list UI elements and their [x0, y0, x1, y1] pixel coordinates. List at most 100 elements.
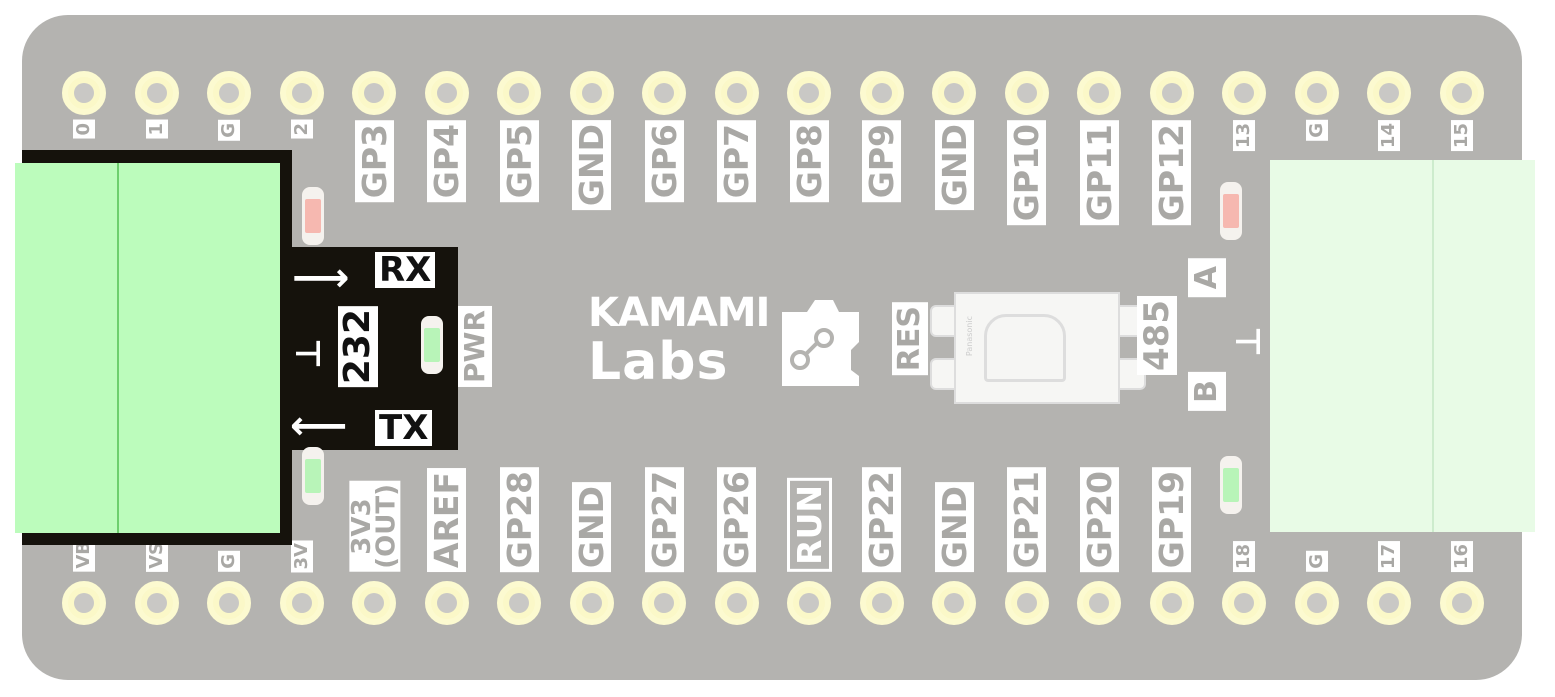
pin-pad-top: [714, 71, 759, 115]
pin-label-top: G: [1305, 120, 1328, 141]
rs485-b-label: B: [1188, 372, 1226, 411]
pin-label-top: GND: [572, 120, 611, 211]
pin-label-top: 13: [1233, 120, 1255, 152]
res-label: RES: [892, 302, 928, 376]
rs485-a-label: A: [1188, 258, 1226, 298]
rs485-terminal-block: [1270, 160, 1535, 532]
pin-pad-bottom: [1294, 581, 1339, 625]
pin-pad-bottom: [207, 581, 251, 625]
pin-label-bottom: RUN: [786, 478, 832, 572]
pin-label-bottom: 17: [1378, 541, 1400, 573]
led-485-b: [1220, 456, 1242, 514]
pin-label-top: 2: [290, 120, 313, 139]
pin-pad-bottom: [569, 581, 614, 625]
pin-pad-top: [279, 71, 324, 115]
pin-pad-top: [497, 71, 541, 115]
pin-pad-top: [1149, 71, 1194, 115]
pin-pad-top: [859, 71, 904, 115]
pin-pad-top: [134, 71, 179, 115]
terminal-divider: [1432, 160, 1434, 532]
ground-symbol-icon: ⊥: [289, 338, 329, 370]
pin-pad-bottom: [424, 581, 469, 625]
logo-gear-icon: [782, 300, 859, 386]
pin-pad-top: [642, 71, 686, 115]
pin-pad-top: [1439, 71, 1484, 115]
terminal-divider: [117, 163, 119, 533]
pin-label-top: G: [218, 120, 240, 141]
pin-label-bottom: G: [1305, 551, 1328, 572]
pin-label-top: GP4: [427, 120, 466, 203]
pin-pad-bottom: [642, 581, 686, 625]
pin-label-top: GP8: [789, 120, 829, 203]
pin-label-top: GP10: [1007, 120, 1046, 226]
pin-pad-bottom: [1439, 581, 1484, 625]
pin-label-bottom: 18: [1233, 541, 1255, 573]
pin-label-bottom: GP28: [499, 467, 539, 573]
led-rx: [302, 187, 324, 245]
rx-label: RX: [375, 252, 436, 288]
logo-kamami: KAMAMI: [588, 290, 770, 336]
pin-pad-top: [352, 71, 396, 115]
pin-label-top: GP9: [862, 120, 901, 203]
pin-label-top: 15: [1450, 120, 1473, 152]
pin-pad-bottom: [279, 581, 324, 625]
pin-label-bottom: GP21: [1007, 467, 1046, 573]
pin-pad-top: [1222, 71, 1266, 115]
pin-pad-bottom: [1004, 581, 1049, 625]
pin-label-bottom: GP26: [717, 467, 756, 573]
led-tx: [302, 447, 324, 505]
pin-pad-top: [1367, 71, 1411, 115]
pin-label-bottom: 3V: [290, 540, 313, 573]
pin-label-top: GND: [934, 120, 974, 211]
pin-pad-top: [424, 71, 469, 115]
pin-pad-top: [787, 71, 831, 115]
pin-pad-bottom: [932, 581, 976, 625]
pin-label-bottom: 16: [1450, 541, 1473, 573]
pin-label-top: 14: [1378, 120, 1400, 152]
led-pwr: [421, 316, 443, 374]
reset-button[interactable]: Panasonic: [954, 292, 1120, 404]
pin-label-top: GP5: [499, 120, 539, 203]
pin-label-bottom: G: [218, 551, 240, 572]
pin-pad-bottom: [352, 581, 396, 625]
pin-pad-bottom: [1222, 581, 1266, 625]
pin-label-bottom: AREF: [427, 468, 466, 573]
rx-arrow-icon: ⟶: [292, 255, 350, 301]
pin-pad-top: [207, 71, 251, 115]
pin-label-top: GP12: [1152, 120, 1191, 226]
pin-label-top: 0: [73, 120, 95, 139]
pin-pad-top: [1294, 71, 1339, 115]
pin-pad-bottom: [714, 581, 759, 625]
pin-label-bottom: GND: [572, 482, 611, 573]
pin-pad-top: [1004, 71, 1049, 115]
pin-label-top: GP7: [717, 120, 756, 203]
tx-label: TX: [375, 410, 433, 446]
pin-pad-bottom: [859, 581, 904, 625]
pin-label-top: GP11: [1079, 120, 1119, 226]
pin-pad-bottom: [1077, 581, 1121, 625]
rs232-terminal-block: [15, 163, 280, 533]
pwr-label: PWR: [458, 306, 492, 387]
pin-label-bottom: GP22: [862, 467, 901, 573]
pin-pad-bottom: [497, 581, 541, 625]
logo-labs: Labs: [588, 332, 729, 392]
pin-label-bottom: 3V3 (OUT): [347, 481, 401, 572]
pin-pad-bottom: [62, 581, 106, 625]
pin-pad-top: [62, 71, 106, 115]
rs485-ground-icon: ⊥: [1229, 326, 1269, 358]
pin-label-top: GP6: [644, 120, 684, 203]
pin-label-bottom: GP20: [1079, 467, 1119, 573]
pin-pad-bottom: [134, 581, 179, 625]
pin-pad-top: [932, 71, 976, 115]
pin-pad-bottom: [1367, 581, 1411, 625]
pin-label-top: 1: [145, 120, 168, 139]
pin-label-top: GP3: [354, 120, 394, 203]
tx-arrow-icon: ⟵: [290, 403, 348, 449]
pin-pad-bottom: [787, 581, 831, 625]
rs232-label: 232: [337, 306, 378, 388]
led-485-a: [1220, 182, 1242, 240]
button-brand: Panasonic: [965, 316, 974, 357]
rs485-label: 485: [1137, 296, 1177, 375]
pin-label-bottom: GP19: [1152, 467, 1191, 573]
pin-label-bottom: GND: [934, 482, 974, 573]
